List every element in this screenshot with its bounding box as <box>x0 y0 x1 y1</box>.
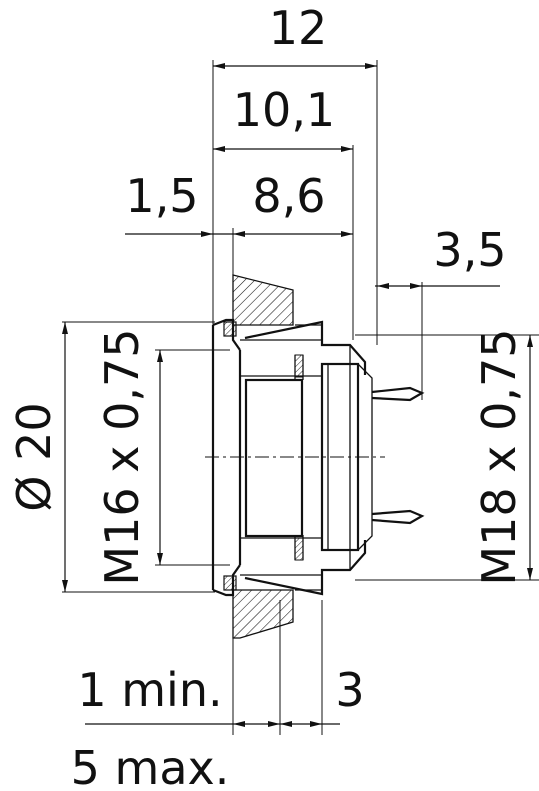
dim-rear-thread <box>527 335 533 580</box>
label-outer-diameter: Ø 20 <box>7 402 61 511</box>
dim-outer-diameter <box>62 322 68 592</box>
label-panel-max: 5 max. <box>71 741 230 791</box>
label-overall-length: 12 <box>269 1 328 55</box>
dim-panel-range <box>85 721 340 727</box>
dim-overall-length <box>213 63 377 69</box>
label-body-length: 10,1 <box>233 83 335 137</box>
label-panel-min: 1 min. <box>77 663 222 717</box>
connector-body <box>205 318 385 597</box>
solder-pins <box>371 386 425 525</box>
dim-body-length <box>213 146 353 152</box>
mounting-panel <box>232 274 294 639</box>
dim-pin-length <box>375 283 500 289</box>
dim-front-thread <box>157 350 163 565</box>
label-connector-length: 8,6 <box>252 169 325 223</box>
label-rear-thread: M18 x 0,75 <box>472 328 526 585</box>
label-nut-thickness: 3 <box>335 663 364 717</box>
dim-panel-and-connector <box>125 231 353 237</box>
label-front-thread: M16 x 0,75 <box>95 328 149 585</box>
label-panel-thickness: 1,5 <box>125 169 198 223</box>
label-pin-length: 3,5 <box>433 223 506 277</box>
